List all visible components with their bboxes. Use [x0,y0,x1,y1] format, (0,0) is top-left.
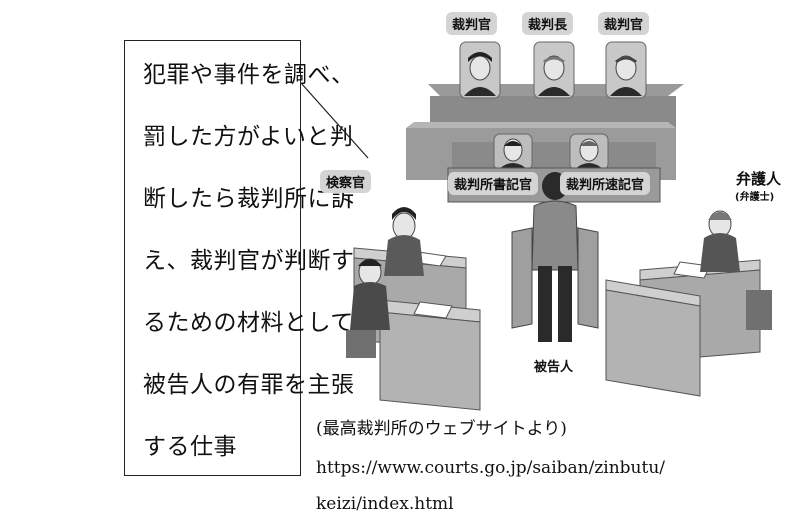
judge-left-label: 裁判官 [446,12,498,35]
chief-judge-label: 裁判長 [522,12,574,35]
stenographer-figure [569,133,609,171]
description-line: する仕事 [143,434,237,460]
prosecutor-figure [384,207,424,276]
defense-desk [605,259,761,397]
defense-sub-label: (弁護士) [735,192,775,203]
description-line: 罰した方がよいと判 [143,124,354,150]
clerk-figure [493,133,533,171]
defense-label: 弁護人 [736,170,782,188]
description-line: 犯罪や事件を調べ、 [143,62,355,88]
source-caption: (最高裁判所のウェブサイトより) [316,419,567,439]
defense-figure [700,210,772,330]
source-url-line1: https://www.courts.go.jp/saiban/zinbutu/ [316,458,666,478]
prosecutor-2-figure [346,258,390,358]
stenographer-label: 裁判所速記官 [560,172,651,195]
defendant-stand [511,227,599,329]
description-line: 被告人の有罪を主張 [143,372,355,398]
clerk-label: 裁判所書記官 [448,172,539,195]
prosecutor-label: 検察官 [320,170,372,193]
judge-left-figure [459,41,501,99]
defendant-label: 被告人 [534,360,574,375]
leader-line [300,82,369,159]
judge-right-figure [605,41,647,99]
description-line: るための材料として [143,310,354,336]
description-line: 断したら裁判所に訴 [143,186,355,212]
description-box: 犯罪や事件を調べ、 罰した方がよいと判 断したら裁判所に訴 え、裁判官が判断す … [124,40,354,476]
description-line: え、裁判官が判断す [143,248,355,274]
chief-judge-figure [533,41,575,99]
judge-right-label: 裁判官 [598,12,650,35]
source-url-line2: keizi/index.html [316,494,454,514]
